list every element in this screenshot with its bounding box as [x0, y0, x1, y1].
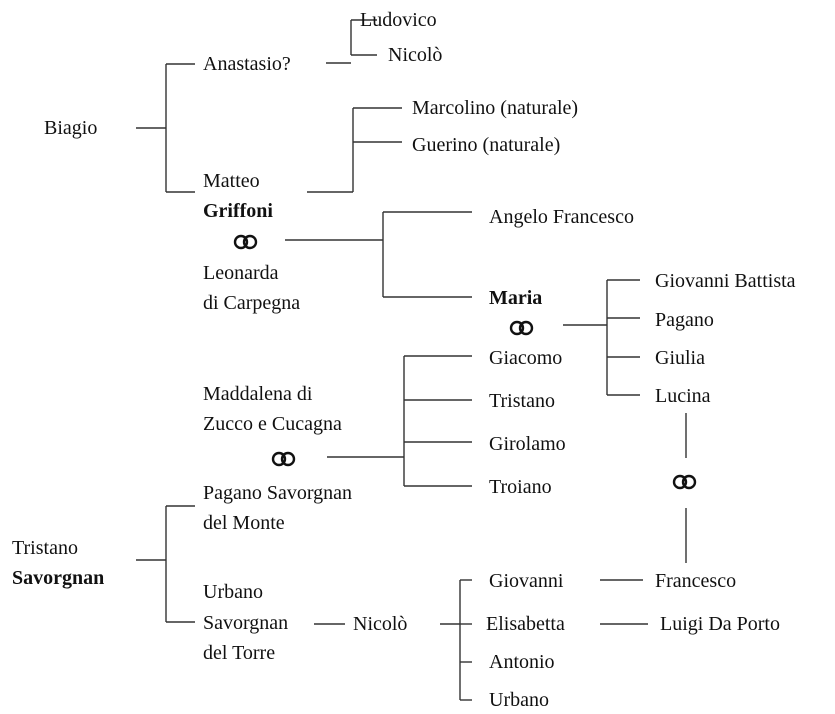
person-maddalena-line2: Zucco e Cucagna: [203, 413, 342, 435]
person-savorgnan: Savorgnan: [12, 567, 105, 589]
person-giovanni-battista: Giovanni Battista: [655, 270, 796, 292]
marriage-rings-icon: [509, 318, 535, 344]
person-maria: Maria: [489, 287, 543, 309]
person-leonarda-line2: di Carpegna: [203, 292, 301, 314]
person-matteo: Matteo: [203, 170, 260, 192]
marriage-rings-icon: [672, 472, 698, 498]
person-marcolino: Marcolino (naturale): [412, 97, 579, 119]
person-urbano-son: Urbano: [489, 689, 549, 711]
marriage-rings-icon: [233, 232, 259, 258]
person-pagano: Pagano: [655, 309, 714, 331]
person-leonarda-line1: Leonarda: [203, 262, 279, 284]
person-urbano-line2: Savorgnan: [203, 612, 289, 634]
person-griffoni: Griffoni: [203, 200, 273, 222]
person-biagio: Biagio: [44, 117, 98, 139]
person-troiano: Troiano: [489, 476, 552, 498]
person-tristano-son: Tristano: [489, 390, 555, 412]
person-guerino: Guerino (naturale): [412, 134, 561, 156]
person-angelo-francesco: Angelo Francesco: [489, 206, 634, 228]
person-pagano-savorgnan-line2: del Monte: [203, 512, 285, 534]
person-urbano-line1: Urbano: [203, 581, 263, 603]
person-pagano-savorgnan-line1: Pagano Savorgnan: [203, 482, 353, 504]
person-antonio: Antonio: [489, 651, 555, 673]
person-anastasio: Anastasio?: [203, 53, 291, 75]
person-tristano: Tristano: [12, 537, 78, 559]
person-ludovico: Ludovico: [360, 9, 437, 31]
person-elisabetta: Elisabetta: [486, 613, 565, 635]
person-nicolo-1: Nicolò: [388, 44, 443, 66]
person-girolamo: Girolamo: [489, 433, 566, 455]
person-giulia: Giulia: [655, 347, 705, 369]
marriage-rings-icon: [271, 449, 297, 475]
person-francesco: Francesco: [655, 570, 737, 592]
person-luigi-da-porto: Luigi Da Porto: [660, 613, 780, 635]
person-lucina: Lucina: [655, 385, 711, 407]
person-urbano-line3: del Torre: [203, 642, 276, 664]
person-giacomo: Giacomo: [489, 347, 563, 369]
person-giovanni: Giovanni: [489, 570, 564, 592]
person-nicolo-2: Nicolò: [353, 613, 408, 635]
person-maddalena-line1: Maddalena di: [203, 383, 313, 405]
